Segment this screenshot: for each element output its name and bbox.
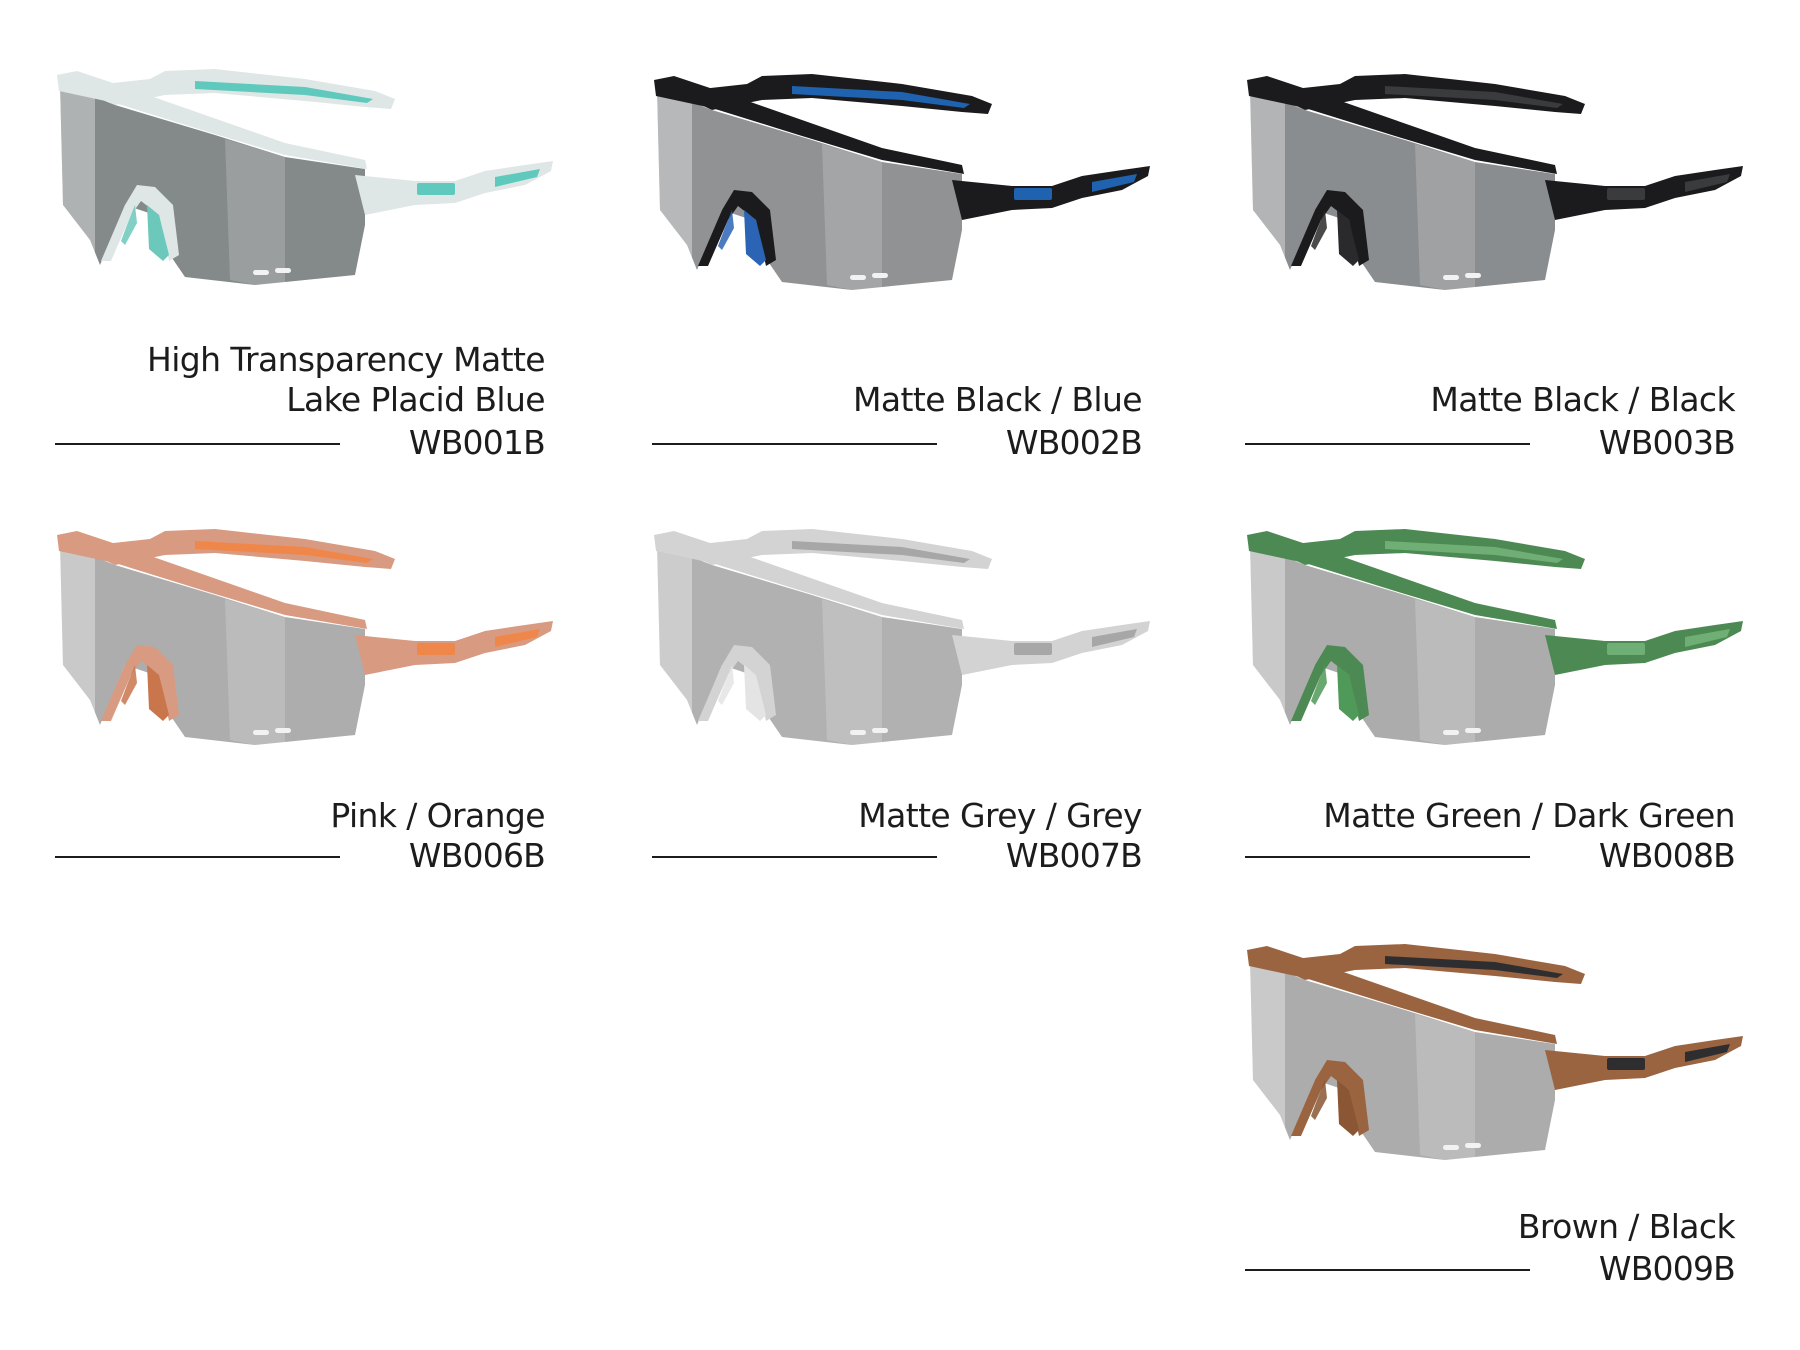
divider-line bbox=[1245, 856, 1530, 858]
product-code: WB008B bbox=[1598, 836, 1736, 875]
product-card-wb007b: Matte Grey / Grey WB007B bbox=[652, 470, 1152, 890]
divider-line bbox=[1245, 443, 1530, 445]
product-image-glasses bbox=[652, 525, 1152, 790]
product-code: WB007B bbox=[1005, 836, 1143, 875]
product-color-name: Brown / Black bbox=[1517, 1207, 1736, 1247]
product-card-wb008b: Matte Green / Dark Green WB008B bbox=[1245, 470, 1745, 890]
product-color-line2: Matte Black / Blue bbox=[853, 380, 1143, 419]
product-code: WB006B bbox=[408, 836, 546, 875]
product-color-name: Matte Black / Black bbox=[1430, 380, 1735, 420]
divider-line bbox=[55, 443, 340, 445]
product-color-name: High Transparency Matte Lake Placid Blue bbox=[146, 340, 546, 420]
product-card-wb001b: High Transparency Matte Lake Placid Blue… bbox=[55, 55, 555, 475]
product-code: WB002B bbox=[1005, 423, 1143, 462]
product-card-wb003b: Matte Black / Black WB003B bbox=[1245, 55, 1745, 475]
product-image-glasses bbox=[652, 70, 1152, 335]
product-card-wb002b: Matte Black / Blue WB002B bbox=[652, 55, 1152, 475]
divider-line bbox=[652, 443, 937, 445]
product-card-wb006b: Pink / Orange WB006B bbox=[55, 470, 555, 890]
product-image-glasses bbox=[1245, 525, 1745, 790]
product-color-line2: Matte Black / Black bbox=[1430, 380, 1735, 419]
product-color-line1: High Transparency Matte bbox=[146, 340, 546, 379]
product-code: WB001B bbox=[408, 423, 546, 462]
product-image-glasses bbox=[55, 525, 555, 790]
divider-line bbox=[55, 856, 340, 858]
product-color-name: Pink / Orange bbox=[330, 796, 545, 836]
product-color-line2: Lake Placid Blue bbox=[286, 380, 545, 419]
product-image-glasses bbox=[55, 65, 555, 330]
product-code: WB003B bbox=[1598, 423, 1736, 462]
product-color-name: Matte Green / Dark Green bbox=[1323, 796, 1735, 836]
product-code: WB009B bbox=[1598, 1249, 1736, 1288]
product-color-line2: Brown / Black bbox=[1517, 1207, 1736, 1246]
product-image-glasses bbox=[1245, 940, 1745, 1205]
product-color-line2: Pink / Orange bbox=[330, 796, 545, 835]
divider-line bbox=[1245, 1269, 1530, 1271]
product-image-glasses bbox=[1245, 70, 1745, 335]
product-color-line2: Matte Grey / Grey bbox=[858, 796, 1142, 835]
product-color-line2: Matte Green / Dark Green bbox=[1323, 796, 1735, 835]
product-color-name: Matte Grey / Grey bbox=[858, 796, 1142, 836]
product-color-name: Matte Black / Blue bbox=[853, 380, 1143, 420]
product-card-wb009b: Brown / Black WB009B bbox=[1245, 885, 1745, 1305]
divider-line bbox=[652, 856, 937, 858]
